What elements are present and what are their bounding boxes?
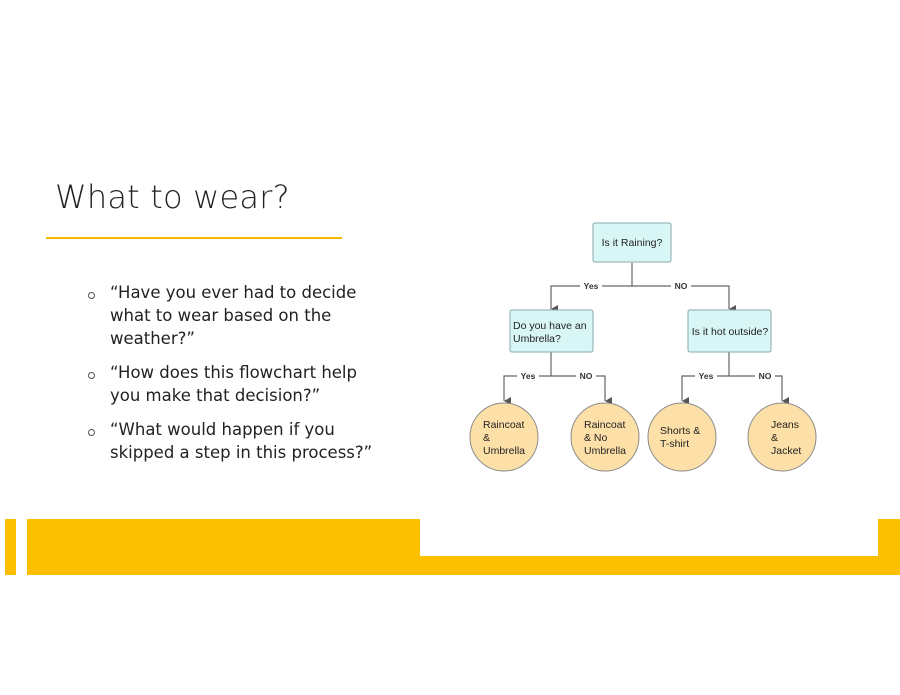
bullet-text: “Have you ever had to decide what to wea… bbox=[110, 283, 357, 348]
accent-band-left bbox=[5, 519, 16, 575]
edge-label-yes: Yes bbox=[584, 281, 599, 291]
svg-text:Umbrella?: Umbrella? bbox=[513, 333, 561, 345]
bullet-circle-icon bbox=[88, 292, 95, 299]
right-no-line bbox=[729, 375, 789, 405]
outcome-jeans-jacket: Jeans & Jacket bbox=[747, 402, 817, 472]
svg-text:Is it hot outside?: Is it hot outside? bbox=[692, 326, 769, 338]
bullet-text: “How does this flowchart help you make t… bbox=[110, 363, 357, 405]
slide-title: What to wear? bbox=[55, 178, 290, 216]
svg-text:T-shirt: T-shirt bbox=[660, 438, 689, 450]
bullet-list: “Have you ever had to decide what to wea… bbox=[86, 281, 376, 475]
svg-text:Jacket: Jacket bbox=[771, 445, 801, 457]
accent-band-main bbox=[27, 519, 420, 575]
svg-text:Umbrella: Umbrella bbox=[584, 445, 626, 457]
svg-text:&: & bbox=[771, 432, 778, 444]
decision-umbrella: Do you have an Umbrella? bbox=[509, 309, 594, 353]
outcome-shorts-tshirt: Shorts & T-shirt bbox=[647, 402, 717, 472]
edge-label-right-no: NO bbox=[759, 371, 772, 381]
left-no-line bbox=[551, 375, 612, 405]
svg-text:Shorts &: Shorts & bbox=[660, 425, 700, 437]
edge-labels: Yes NO Yes NO Yes NO bbox=[517, 280, 775, 381]
edge-label-right-yes: Yes bbox=[699, 371, 714, 381]
no-branch-line bbox=[632, 285, 736, 313]
bullet-item: “How does this flowchart help you make t… bbox=[86, 361, 376, 407]
svg-text:Raincoat: Raincoat bbox=[584, 419, 626, 431]
decision-root: Is it Raining? bbox=[592, 222, 672, 263]
svg-text:Is it Raining?: Is it Raining? bbox=[602, 237, 663, 249]
bullet-text: “What would happen if you skipped a step… bbox=[110, 420, 373, 462]
weather-flowchart: Yes NO Yes NO Yes NO Is it Raining? Do y… bbox=[469, 222, 817, 472]
svg-text:Raincoat: Raincoat bbox=[483, 419, 525, 431]
svg-text:& No: & No bbox=[584, 432, 608, 444]
outcome-raincoat-no-umbrella: Raincoat & No Umbrella bbox=[570, 402, 640, 472]
edge-label-left-yes: Yes bbox=[521, 371, 536, 381]
edge-label-left-no: NO bbox=[580, 371, 593, 381]
decision-hot-outside: Is it hot outside? bbox=[687, 309, 772, 353]
edge-label-no: NO bbox=[675, 281, 688, 291]
yes-branch-line bbox=[550, 285, 632, 313]
bullet-circle-icon bbox=[88, 372, 95, 379]
svg-text:Jeans: Jeans bbox=[771, 419, 799, 431]
bullet-item: “What would happen if you skipped a step… bbox=[86, 418, 376, 464]
bullet-circle-icon bbox=[88, 429, 95, 436]
accent-band-low bbox=[420, 556, 878, 575]
bullet-item: “Have you ever had to decide what to wea… bbox=[86, 281, 376, 350]
svg-text:&: & bbox=[483, 432, 490, 444]
title-underline bbox=[46, 237, 342, 239]
svg-text:Umbrella: Umbrella bbox=[483, 445, 525, 457]
accent-band-right bbox=[878, 519, 900, 575]
svg-text:Do you have an: Do you have an bbox=[513, 320, 587, 332]
outcome-raincoat-umbrella: Raincoat & Umbrella bbox=[469, 402, 539, 472]
